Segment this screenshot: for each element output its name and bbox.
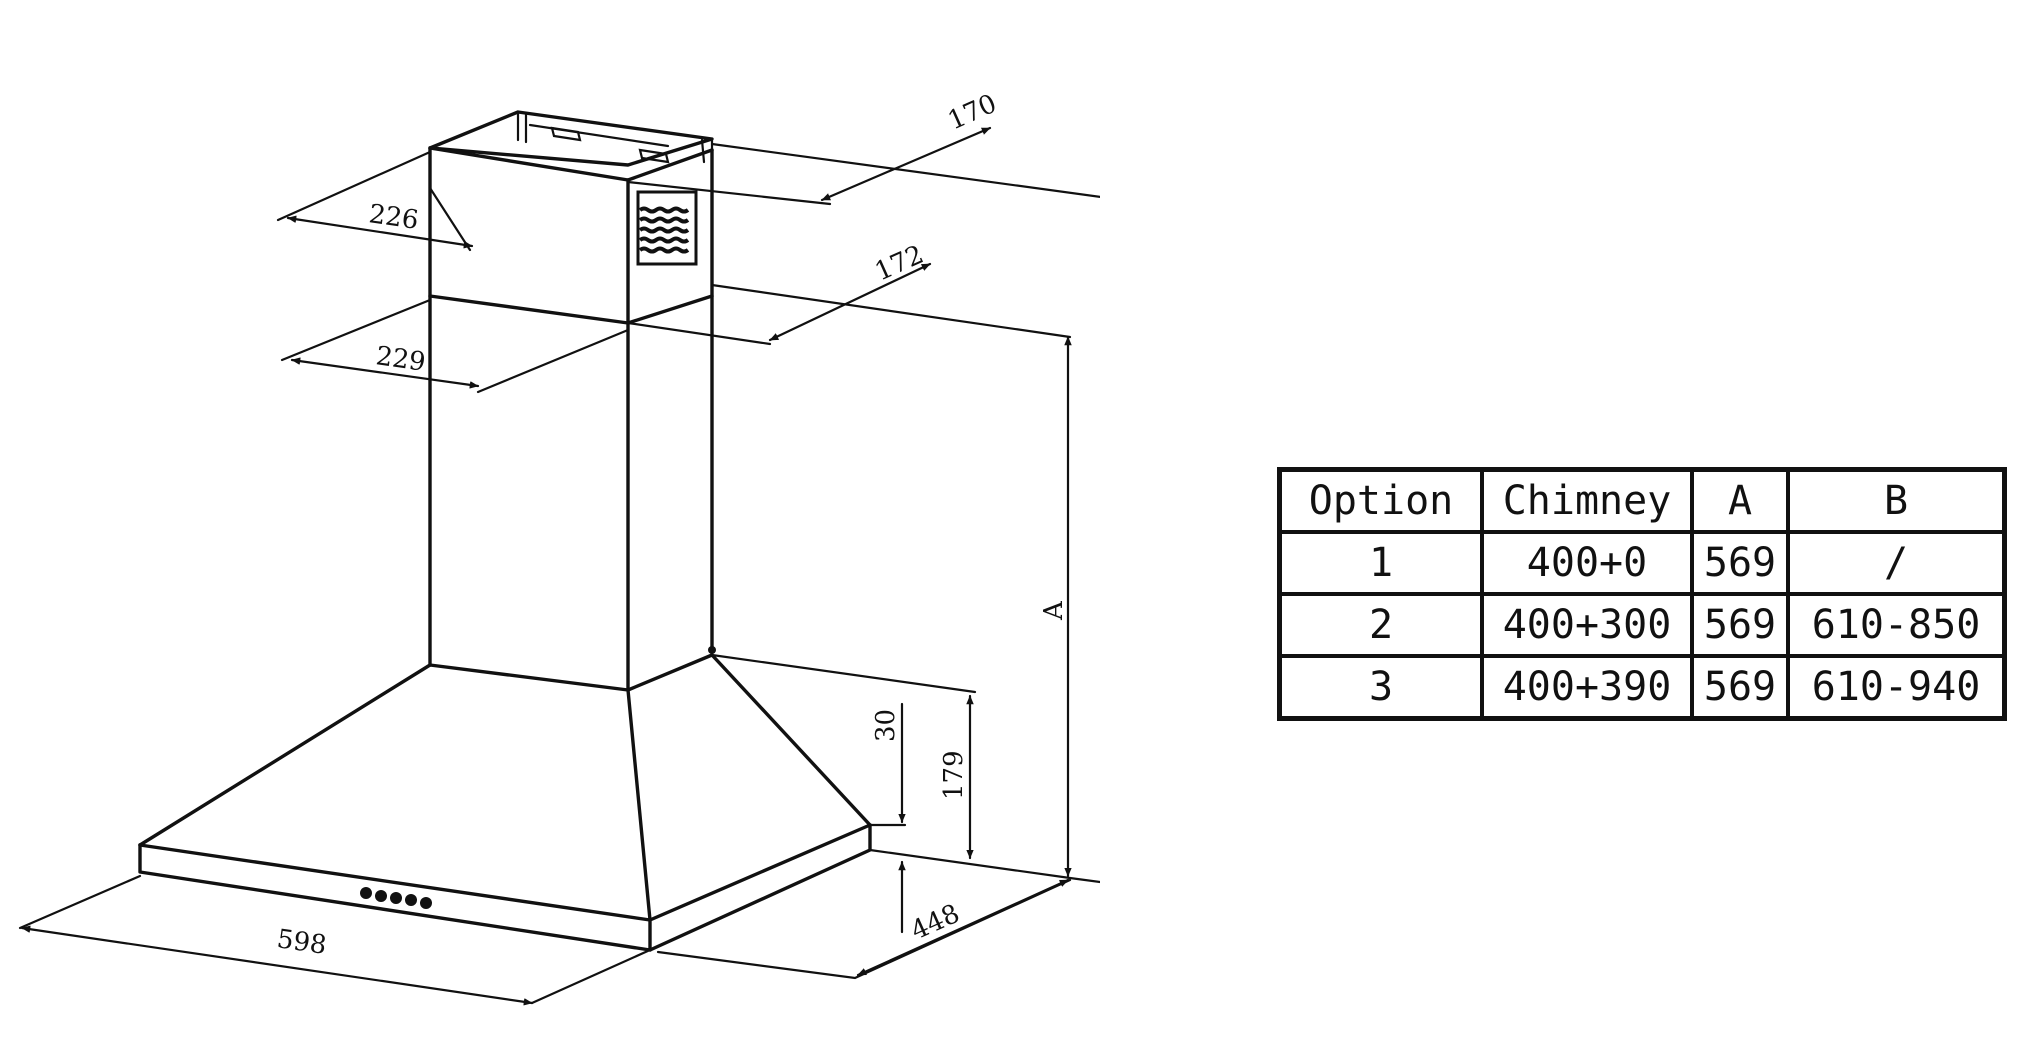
chimney-options-table: Option Chimney A B 1 400+0 569 / 2 400+3… <box>1277 467 2007 721</box>
vent-slots <box>638 206 690 254</box>
range-hood-drawing: 170 226 172 229 A B 30 179 448 598 <box>18 89 1100 1006</box>
control-buttons <box>360 887 432 909</box>
cell-a: 569 <box>1690 654 1790 721</box>
dimension-arrows <box>20 126 1072 1006</box>
cell-option: 2 <box>1277 592 1484 658</box>
dim-598: 598 <box>275 924 328 961</box>
table-row: 3 400+390 569 610-940 <box>1277 654 2007 721</box>
cell-chimney: 400+0 <box>1480 530 1694 596</box>
header-a: A <box>1690 467 1790 534</box>
dim-a: A <box>1039 600 1069 621</box>
chimney <box>428 146 716 692</box>
table-row: 2 400+300 569 610-850 <box>1277 592 2007 658</box>
cell-option: 1 <box>1277 530 1484 596</box>
cell-a: 569 <box>1690 592 1790 658</box>
cell-a: 569 <box>1690 530 1790 596</box>
cell-chimney: 400+300 <box>1480 592 1694 658</box>
dim-226: 226 <box>367 199 420 236</box>
cell-chimney: 400+390 <box>1480 654 1694 721</box>
witness-lines <box>18 142 1100 1005</box>
dim-229: 229 <box>374 341 427 378</box>
header-option: Option <box>1277 467 1484 534</box>
dim-179: 179 <box>939 750 969 800</box>
header-chimney: Chimney <box>1480 467 1694 534</box>
cell-b: 610-850 <box>1786 592 2007 658</box>
hood-canopy <box>138 653 872 952</box>
cell-b: 610-940 <box>1786 654 2007 721</box>
dim-172: 172 <box>871 240 929 288</box>
dim-170: 170 <box>944 89 1002 137</box>
dim-30: 30 <box>871 709 901 742</box>
table-header-row: Option Chimney A B <box>1277 467 2007 534</box>
cell-b: / <box>1786 530 2007 596</box>
chimney-bracket <box>428 110 714 170</box>
table-row: 1 400+0 569 / <box>1277 530 2007 596</box>
header-b: B <box>1786 467 2007 534</box>
cell-option: 3 <box>1277 654 1484 721</box>
